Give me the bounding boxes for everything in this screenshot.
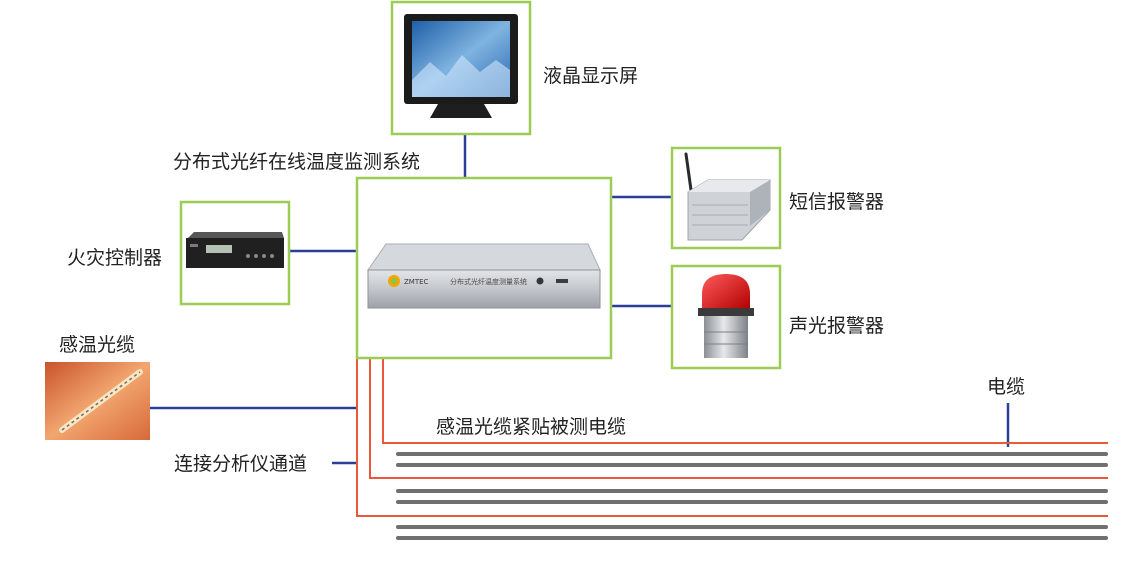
analyzer-icon <box>367 243 601 309</box>
power-cables <box>396 452 1108 540</box>
sensing-cable-node <box>45 362 150 440</box>
label-fire-controller: 火灾控制器 <box>67 247 162 269</box>
label-power-cable: 电缆 <box>987 376 1025 398</box>
controller-icon <box>186 232 284 268</box>
sound-light-alarm-node <box>670 264 782 370</box>
fiber-route-3 <box>356 358 1108 517</box>
fire-controller-node <box>179 200 291 306</box>
label-sound-light-alarm: 声光报警器 <box>789 315 884 337</box>
label-channel: 连接分析仪通道 <box>174 453 307 475</box>
label-system: 分布式光纤在线温度监测系统 <box>173 151 420 173</box>
connector-lines <box>150 134 1010 465</box>
sms-alarm-node <box>670 146 782 250</box>
monitor-icon <box>404 14 518 118</box>
label-lcd: 液晶显示屏 <box>543 65 638 87</box>
analyzer-node: ZMTEC 分布式光纤温度测量系统 <box>355 176 613 360</box>
analyzer-name: 分布式光纤温度测量系统 <box>450 277 527 286</box>
label-sms-alarm: 短信报警器 <box>789 191 884 213</box>
analyzer-logo: ZMTEC <box>404 278 429 286</box>
fiber-route-1 <box>382 358 1108 444</box>
label-sensing-cable: 感温光缆 <box>59 334 135 356</box>
fiber-routes <box>356 358 1108 517</box>
antenna-box-icon <box>684 152 771 241</box>
label-attach-note: 感温光缆紧贴被测电缆 <box>436 416 626 438</box>
fiber-route-2 <box>369 358 1108 479</box>
siren-icon <box>698 274 754 358</box>
lcd-node <box>390 0 532 136</box>
